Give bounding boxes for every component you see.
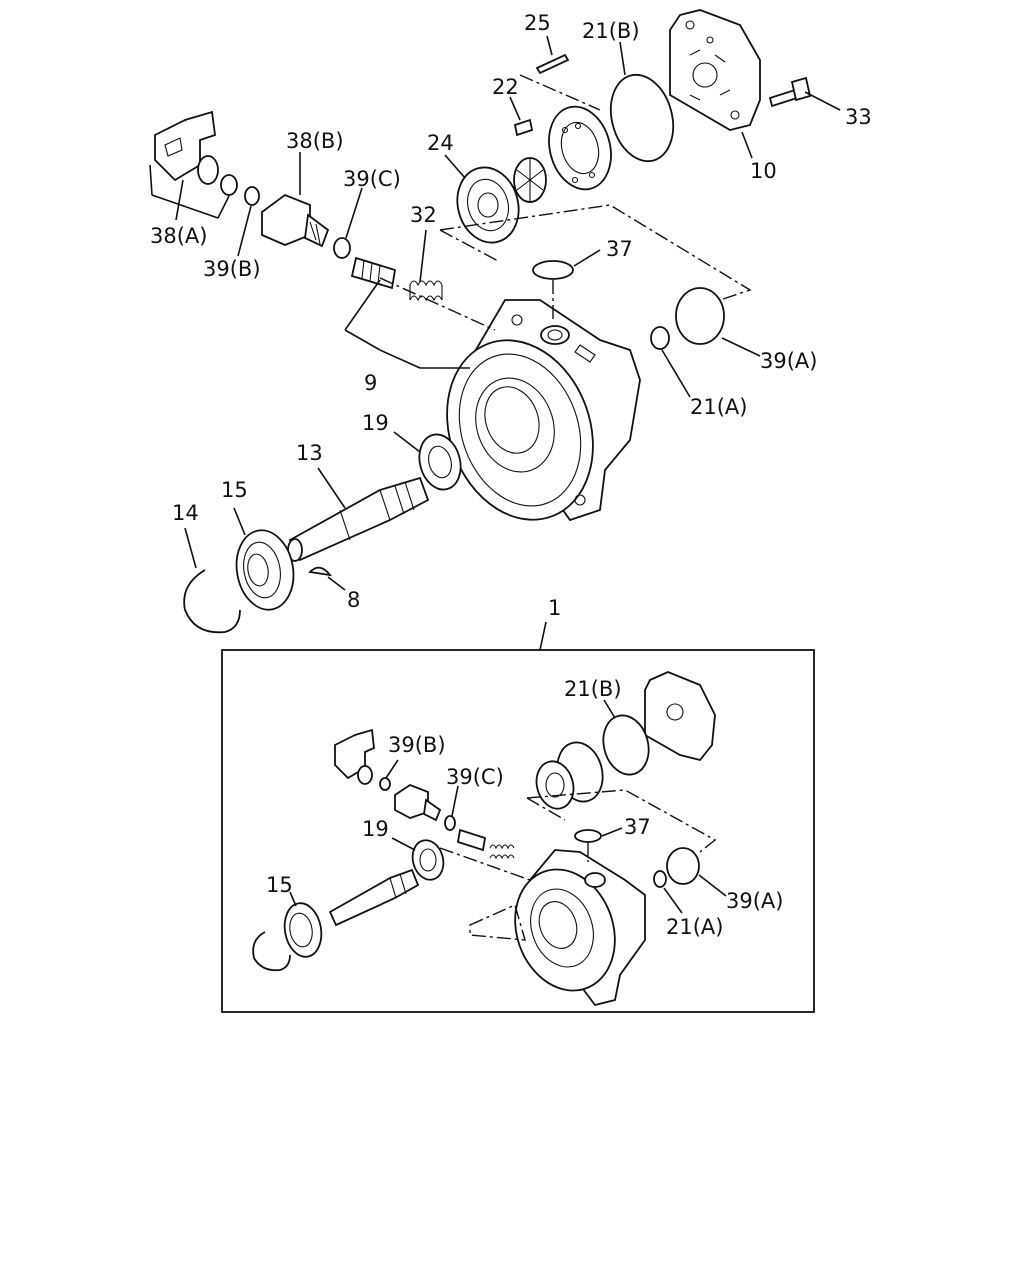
- callout-37: 37: [606, 237, 633, 261]
- pump-body: [446, 299, 641, 522]
- o-ring-21a: [650, 326, 670, 350]
- callout-39c: 39(C): [343, 167, 401, 191]
- callout-8: 8: [347, 588, 360, 612]
- kit-callout-37: 37: [624, 815, 651, 839]
- callout-13: 13: [296, 441, 323, 465]
- callout-9: 9: [364, 371, 377, 395]
- assembly-line-upper-1: [439, 204, 752, 301]
- kit-callout-39a: 39(A): [726, 889, 783, 913]
- kit-callout-21a: 21(A): [666, 915, 723, 939]
- kit-assembly-line-5: [469, 904, 526, 941]
- side-plate: [456, 166, 520, 244]
- connector-38b: [261, 193, 330, 248]
- callout-21a: 21(A): [690, 395, 747, 419]
- callout-33: 33: [845, 105, 872, 129]
- callout-38a: 38(A): [150, 224, 207, 248]
- bearing: [235, 529, 295, 611]
- callout-25: 25: [524, 11, 551, 35]
- rotor: [513, 157, 547, 203]
- callout-14: 14: [172, 501, 199, 525]
- o-ring-39a: [675, 287, 725, 345]
- callout-19: 19: [362, 411, 389, 435]
- callout-10: 10: [750, 159, 777, 183]
- assembly-line-upper-2: [439, 229, 501, 263]
- kit-leader-lines: [289, 699, 727, 914]
- leader-lines: [149, 35, 841, 591]
- callout-24: 24: [427, 131, 454, 155]
- vane: [513, 118, 534, 137]
- assembly-line-upper-5: [519, 74, 601, 111]
- kit-contents: [252, 671, 716, 1007]
- kit-callout-39b: 39(B): [388, 733, 446, 757]
- flow-control-valve: [350, 256, 397, 290]
- elbow-connector-38a: [154, 110, 219, 185]
- callout-32: 32: [410, 203, 437, 227]
- kit-leader: [539, 621, 547, 651]
- o-ring-37: [532, 260, 574, 280]
- shaft: [287, 476, 430, 562]
- o-ring-39c: [333, 237, 351, 259]
- assembly-line-upper-3: [379, 277, 496, 331]
- callout-21b: 21(B): [582, 19, 640, 43]
- kit-callout-19: 19: [362, 817, 389, 841]
- bushing: [418, 433, 462, 491]
- callout-38b: 38(B): [286, 129, 344, 153]
- o-ring-39b: [244, 186, 260, 206]
- kit-box: [221, 649, 815, 1013]
- callout-39a: 39(A): [760, 349, 817, 373]
- callout-39b: 39(B): [203, 257, 261, 281]
- bolt: [768, 76, 812, 108]
- kit-callout-21b: 21(B): [564, 677, 622, 701]
- washer: [220, 174, 238, 196]
- o-ring-21b: [609, 73, 675, 163]
- spring: [409, 280, 443, 302]
- kit-assembly-line-1: [526, 789, 717, 853]
- kit-callout-39c: 39(C): [446, 765, 504, 789]
- pin: [535, 53, 570, 75]
- callout-15: 15: [221, 478, 248, 502]
- kit-callout-15: 15: [266, 873, 293, 897]
- rear-cover: [669, 9, 761, 131]
- kit-assembly-line-2: [526, 797, 566, 821]
- key: [308, 566, 333, 577]
- kit-assembly-line-3: [439, 847, 531, 881]
- callout-1: 1: [548, 596, 561, 620]
- cam-ring: [548, 105, 612, 191]
- snap-ring: [183, 569, 241, 634]
- callout-22: 22: [492, 75, 519, 99]
